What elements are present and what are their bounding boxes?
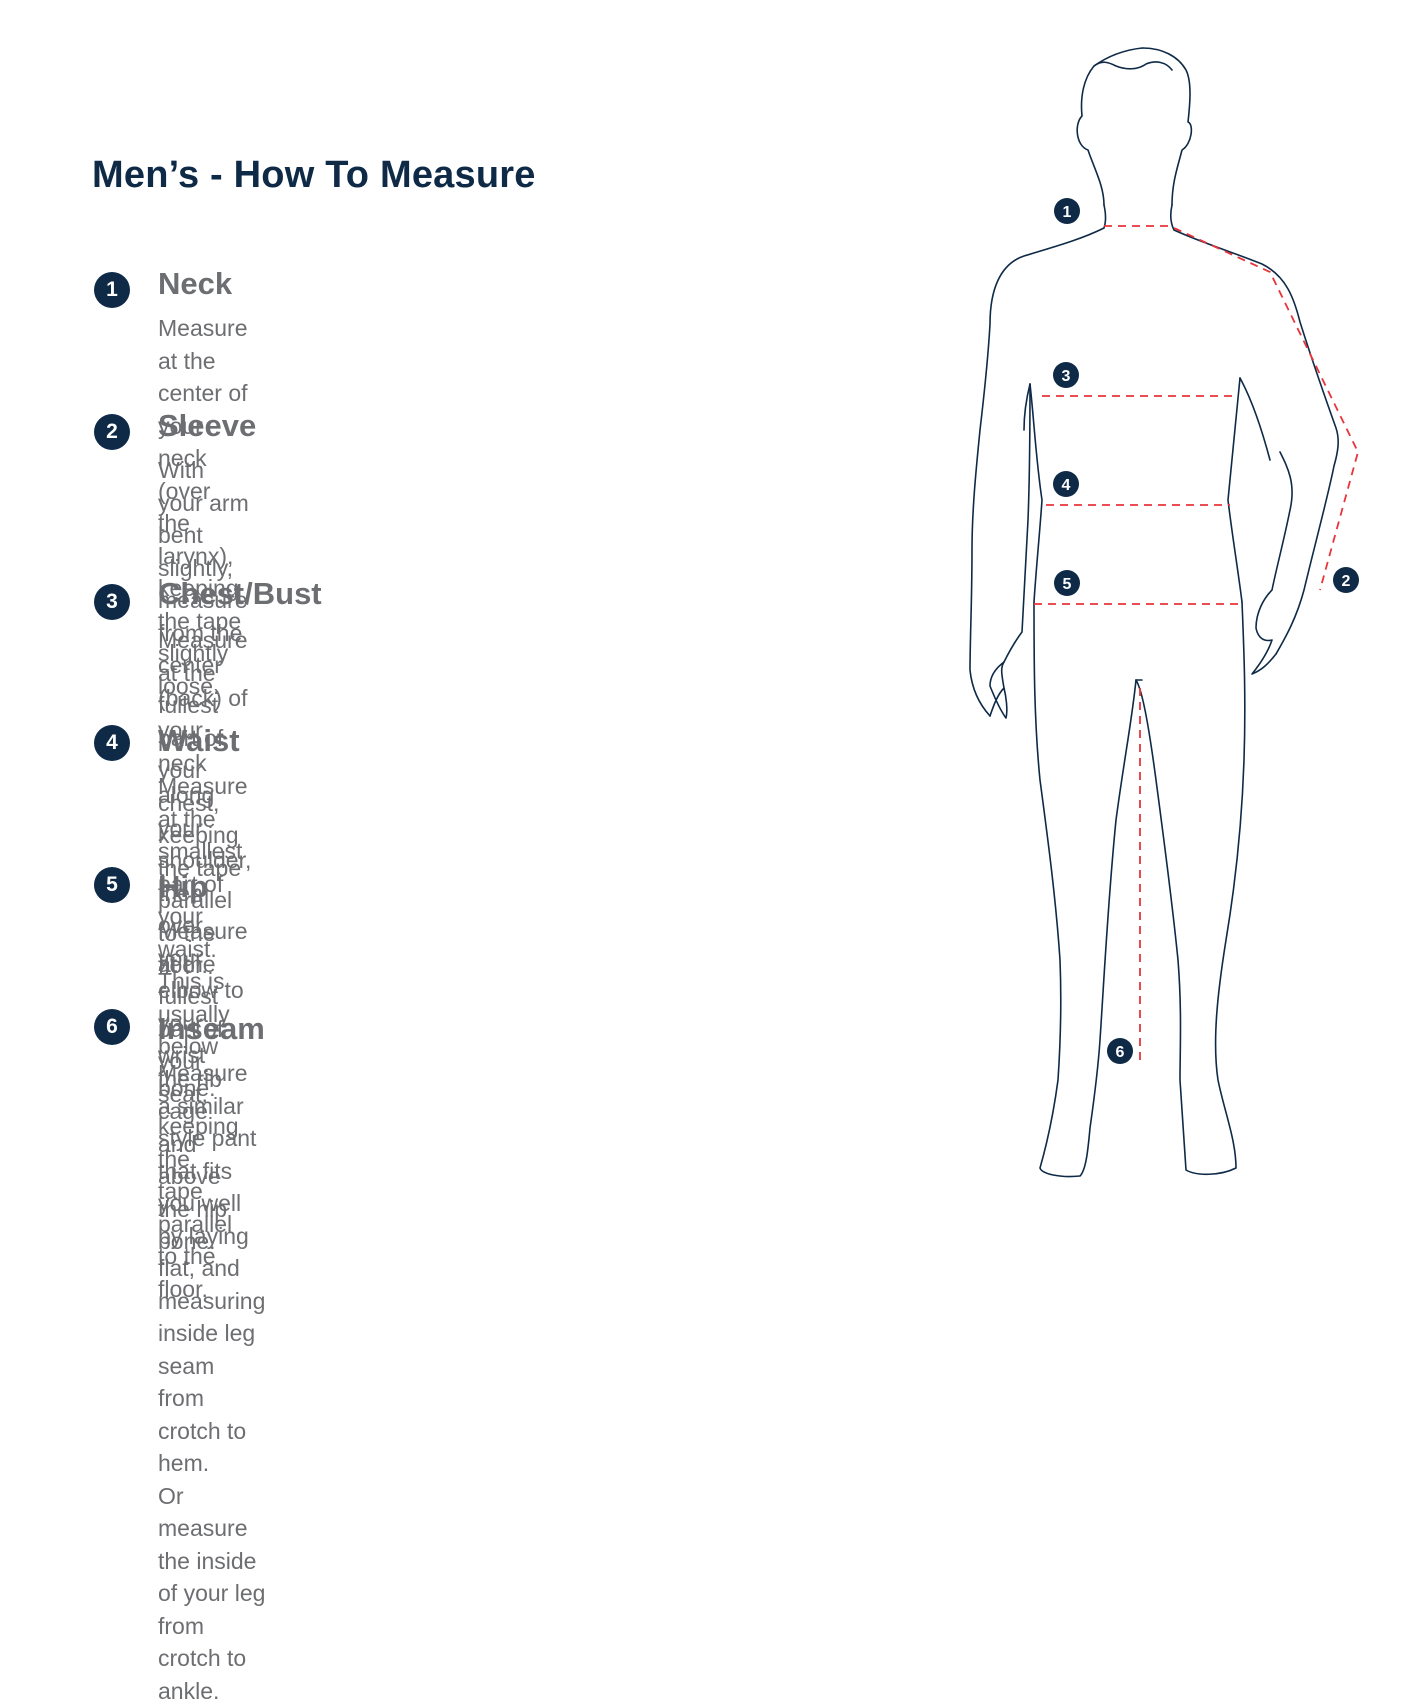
number-badge: 3 [94,584,130,620]
item-heading: Inseam [158,1011,265,1046]
svg-text:6: 6 [1116,1044,1125,1061]
item-heading: Sleeve [158,408,257,443]
sleeve-line [1173,227,1359,591]
marker-waist: 4 [1053,471,1079,497]
svg-text:3: 3 [1062,368,1071,385]
page-title: Men’s - How To Measure [92,154,536,196]
item-heading: Neck [158,266,233,301]
item-description: Measure at the fullest part of your seat… [158,918,248,1302]
number-badge: 2 [94,414,130,450]
svg-text:2: 2 [1342,573,1351,590]
number-badge: 4 [94,725,130,761]
item-heading: Chest/Bust [158,576,322,611]
svg-text:5: 5 [1063,576,1072,593]
marker-neck: 1 [1054,198,1080,224]
measurement-lines [1034,225,1359,1064]
marker-hip: 5 [1054,570,1080,596]
number-badge: 6 [94,1009,130,1045]
number-badge: 5 [94,867,130,903]
body-figure: 1 2 3 4 5 6 [969,47,1359,1178]
item-heading: Hip [158,869,208,904]
svg-text:1: 1 [1063,204,1072,221]
number-badge: 1 [94,272,130,308]
figure-markers: 1 2 3 4 5 6 [1053,198,1359,1064]
marker-chest: 3 [1053,362,1079,388]
item-description: Measure at the center of your neck (over… [158,315,248,699]
body-outline [969,47,1339,1178]
svg-text:4: 4 [1062,477,1071,494]
item-heading: Waist [158,723,240,758]
marker-sleeve: 2 [1333,567,1359,593]
marker-inseam: 6 [1107,1038,1133,1064]
item-description: Measure at the smallest part of your wai… [158,773,248,1254]
item-description: Measure at the fullest part of your ches… [158,627,248,978]
item-description: With your arm bent slightly, measure fro… [158,457,252,1101]
